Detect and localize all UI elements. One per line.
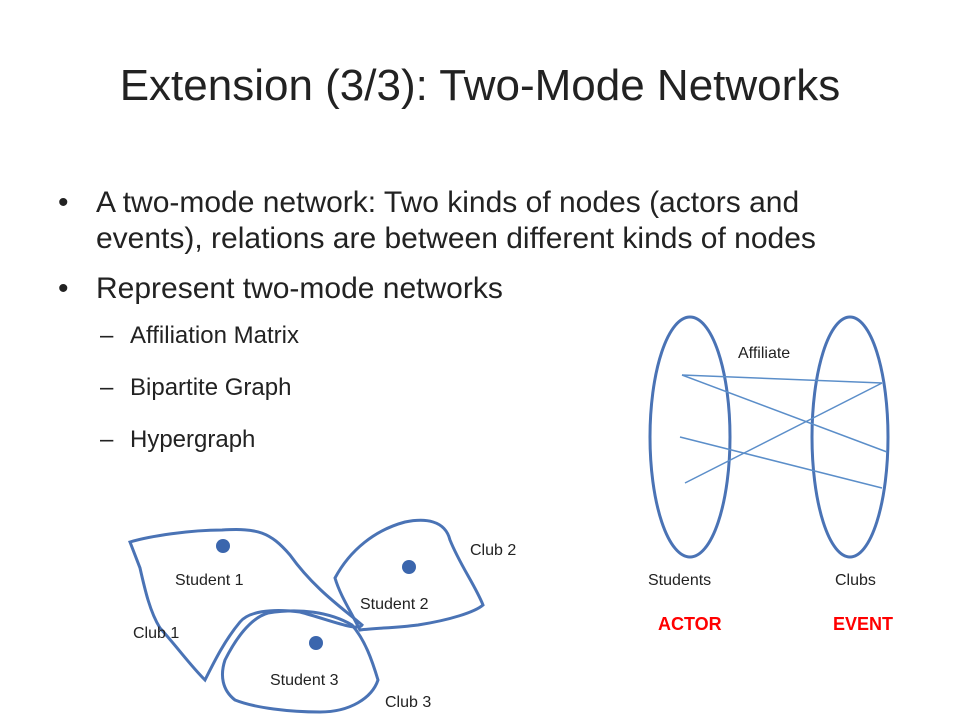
student3-label: Student 3 (270, 672, 339, 689)
students-ellipse (648, 315, 732, 559)
dash-icon: – (100, 426, 114, 453)
bullet-text: A two-mode network: Two kinds of nodes (… (96, 186, 816, 255)
affiliation-edge (684, 382, 883, 484)
student3-node (309, 636, 323, 650)
sub-bullet-bipartite-graph: – Bipartite Graph (58, 373, 858, 403)
club1-label: Club 1 (133, 625, 180, 642)
bullet-text: Represent two-mode networks (96, 272, 503, 305)
affiliate-label: Affiliate (738, 345, 791, 362)
actor-label: ACTOR (658, 614, 722, 634)
event-label: EVENT (833, 614, 894, 634)
bullet-two-mode-definition: • A two-mode network: Two kinds of nodes… (58, 185, 858, 257)
bipartite-graph (648, 315, 890, 559)
bullet-dot-icon: • (58, 272, 69, 305)
dash-icon: – (100, 322, 114, 349)
hypergraph (128, 518, 485, 714)
slide-title: Extension (3/3): Two-Mode Networks (119, 61, 841, 110)
sub-bullet-hypergraph: – Hypergraph (58, 425, 858, 455)
sub-bullet-text: Hypergraph (130, 426, 256, 453)
affiliation-edge (681, 374, 883, 384)
student1-label: Student 1 (175, 572, 244, 589)
club3-label: Club 3 (385, 694, 432, 711)
clubs-label: Clubs (835, 572, 876, 589)
club3-hyperedge (221, 609, 380, 714)
club2-hyperedge (333, 518, 485, 632)
club2-label: Club 2 (470, 542, 517, 559)
dash-icon: – (100, 374, 114, 401)
bullet-represent: • Represent two-mode networks (58, 271, 858, 307)
student2-node (402, 560, 416, 574)
sub-bullet-affiliation-matrix: – Affiliation Matrix (58, 321, 858, 351)
students-label: Students (648, 572, 712, 589)
student1-node (216, 539, 230, 553)
clubs-ellipse (810, 315, 890, 559)
sub-bullet-text: Bipartite Graph (130, 374, 292, 401)
bullet-list: • A two-mode network: Two kinds of nodes… (58, 185, 858, 477)
affiliation-edge (681, 374, 888, 453)
bullet-dot-icon: • (58, 186, 69, 219)
affiliation-edge (679, 436, 883, 489)
student2-label: Student 2 (360, 596, 429, 613)
club1-hyperedge (128, 528, 364, 683)
sub-bullet-text: Affiliation Matrix (130, 322, 299, 349)
